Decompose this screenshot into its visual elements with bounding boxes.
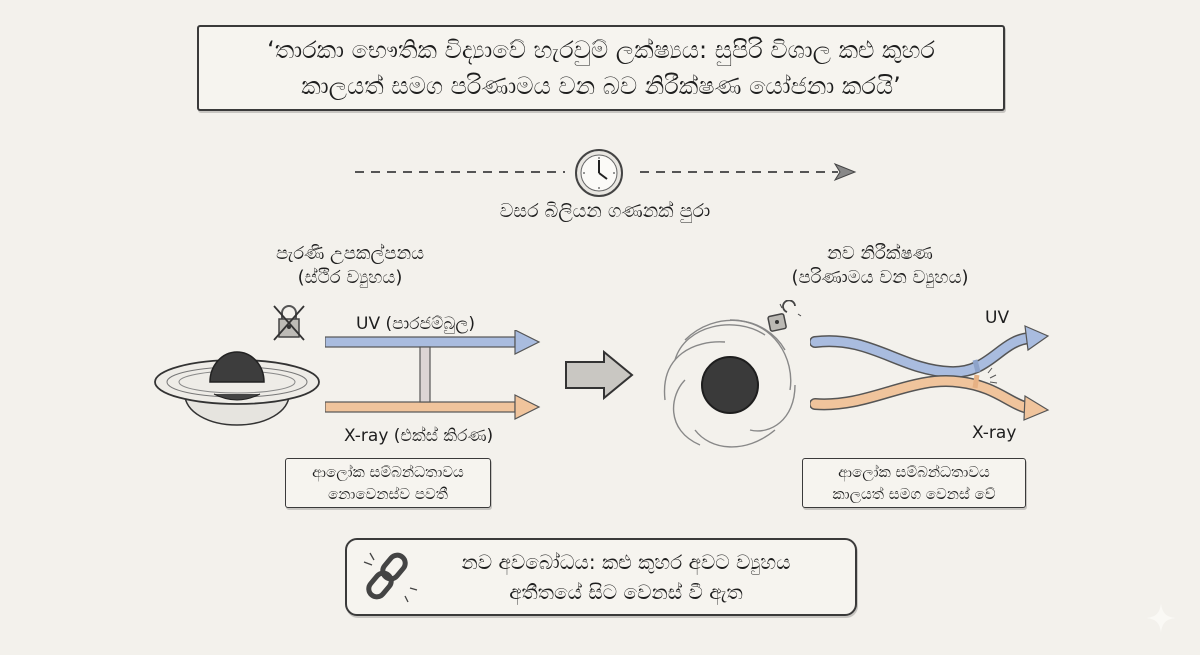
left-note-line-1: ආලෝක සම්බන්ධතාවය [312, 463, 464, 481]
transition-arrow-icon [565, 350, 634, 400]
title-line-2: කාලයත් සමග පරිණාමය වන බව නිරීක්ෂණ යෝජනා … [301, 72, 901, 100]
right-uv-label: UV [985, 308, 1010, 328]
crossed-lock-icon [273, 305, 305, 341]
broken-chain-icon [363, 552, 418, 603]
conclusion-line-1: නව අවබෝධය: කළු කුහර අවට ව්‍යුහය [461, 550, 791, 574]
timeline-label: වසර බිලියන ගණනක් පුරා [499, 200, 711, 222]
right-xray-label: X-ray [972, 423, 1017, 443]
title-box: ‘තාරකා භෞතික විද්‍යාවේ හැරවුම් ලක්ෂ්‍යය:… [197, 25, 1005, 111]
black-hole-swirl-icon [663, 319, 796, 448]
clock-icon [575, 149, 623, 197]
right-note-line-2: කාලයත් සමග වෙනස් වේ [832, 485, 996, 503]
right-heading-title: නව නිරීක්ෂණ [827, 243, 933, 264]
right-diverging-arrows [810, 325, 1050, 421]
left-heading-subtitle: (ස්ථිර ව්‍යුහය) [297, 267, 403, 288]
right-heading: නව නිරීක්ෂණ (පරිණාමය වන ව්‍යුහය) [750, 242, 1010, 290]
right-note-box: ආලෝක සම්බන්ධතාවය කාලයත් සමග වෙනස් වේ [802, 458, 1026, 508]
right-heading-subtitle: (පරිණාමය වන ව්‍යුහය) [791, 267, 969, 288]
black-hole-static-icon [154, 351, 320, 426]
title-line-1: ‘තාරකා භෞතික විද්‍යාවේ හැරවුම් ලක්ෂ්‍යය:… [267, 36, 935, 64]
left-note-box: ආලෝක සම්බන්ධතාවය නොවෙනස්ව පවතී [285, 458, 491, 508]
sparkle-icon [1146, 603, 1176, 633]
conclusion-box: නව අවබෝධය: කළු කුහර අවට ව්‍යුහය අතීතයේ ස… [345, 538, 857, 616]
left-xray-label: X-ray (එක්ස් කිරණ) [344, 426, 494, 446]
left-parallel-arrows [325, 330, 541, 420]
left-heading: පැරණි උපකල්පනය (ස්ථිර ව්‍යුහය) [230, 242, 470, 290]
conclusion-line-2: අතීතයේ සිට වෙනස් වී ඇත [509, 580, 743, 604]
left-uv-label: UV (පාරජම්බුල) [356, 314, 475, 334]
timeline-arrow [355, 162, 857, 182]
left-heading-title: පැරණි උපකල්පනය [275, 243, 425, 264]
open-lock-icon [767, 300, 802, 332]
left-note-line-2: නොවෙනස්ව පවතී [328, 485, 448, 503]
right-note-line-1: ආලෝක සම්බන්ධතාවය [838, 463, 990, 481]
